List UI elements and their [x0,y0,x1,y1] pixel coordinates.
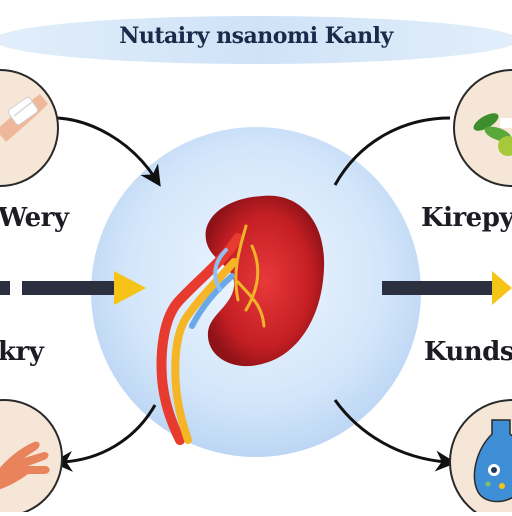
connector-bottom-left [51,404,157,472]
diagram-title: Nutairy nsanomi Kanly [119,23,393,49]
bandaged-arm-icon [0,94,48,142]
label-top-left: Wery [0,203,69,233]
flask-icon [473,419,512,503]
connector-top-left [57,116,161,187]
title-band [0,16,512,64]
kidney-icon [156,195,325,445]
label-bottom-right: Kunds [423,337,512,367]
connector-top-right [333,116,451,186]
arrow-right [382,271,512,305]
label-top-right: Kirepy [420,203,512,233]
hand-icon [0,441,50,490]
label-bottom-left: kry [0,337,44,367]
arrow-left [0,271,146,305]
connector-bottom-right [333,399,457,472]
herbs-icon [473,113,512,156]
